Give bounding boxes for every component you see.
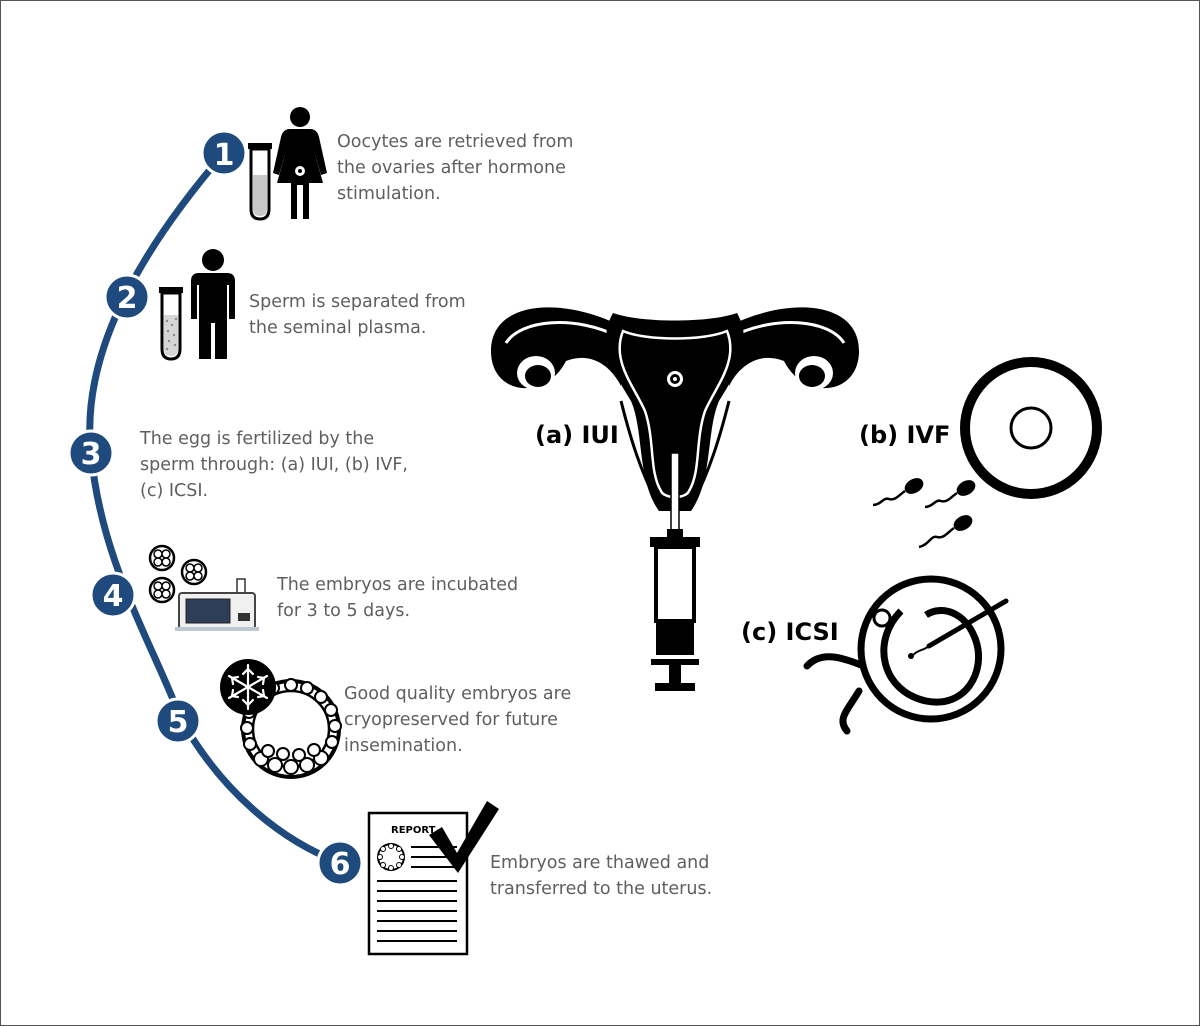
ivf-label: (b) IVF (859, 421, 951, 449)
sperm-icon (924, 480, 976, 509)
step-3-text: The egg is fertilized by the sperm throu… (140, 429, 408, 501)
sperm-icon (918, 515, 973, 549)
micropipette-icon (803, 598, 1009, 735)
egg-icon (960, 357, 1102, 499)
step-number-5: 5 (168, 705, 189, 740)
step-6-text: Embryos are thawed and transferred to th… (490, 853, 713, 899)
woman-icon (273, 107, 327, 219)
step-1-text: Oocytes are retrieved from the ovaries a… (337, 132, 574, 204)
step-badge-3: 3 (67, 429, 115, 477)
snowflake-icon (220, 659, 276, 715)
step-number-6: 6 (330, 847, 351, 882)
man-icon (191, 249, 235, 359)
step-badge-2: 2 (103, 273, 151, 321)
step-2-text: Sperm is separated from the seminal plas… (249, 292, 466, 338)
test-tube-icon (159, 287, 183, 361)
egg-icon (857, 575, 1005, 723)
incubator-icon (175, 578, 259, 631)
step-4-text: The embryos are incubated for 3 to 5 day… (277, 575, 519, 621)
sperm-icon (872, 478, 924, 507)
step-badge-4: 4 (89, 571, 137, 619)
icsi-label: (c) ICSI (741, 618, 839, 646)
uterus-icon (491, 307, 859, 511)
step-number-1: 1 (214, 138, 235, 173)
embryo-cluster-icon (148, 544, 208, 604)
step-number-2: 2 (117, 281, 138, 316)
step-number-4: 4 (103, 579, 124, 614)
syringe-icon (650, 452, 700, 691)
step-number-3: 3 (81, 437, 102, 472)
report-icon: REPORT (367, 811, 469, 956)
step-badge-1: 1 (200, 129, 248, 177)
checkmark-icon (429, 801, 499, 873)
report-label: REPORT (391, 825, 436, 836)
step-badge-6: 6 (316, 839, 364, 887)
step-badge-5: 5 (154, 697, 202, 745)
step-5-text: Good quality embryos are cryopreserved f… (344, 684, 572, 756)
test-tube-icon (248, 143, 272, 221)
iui-label: (a) IUI (535, 421, 619, 449)
